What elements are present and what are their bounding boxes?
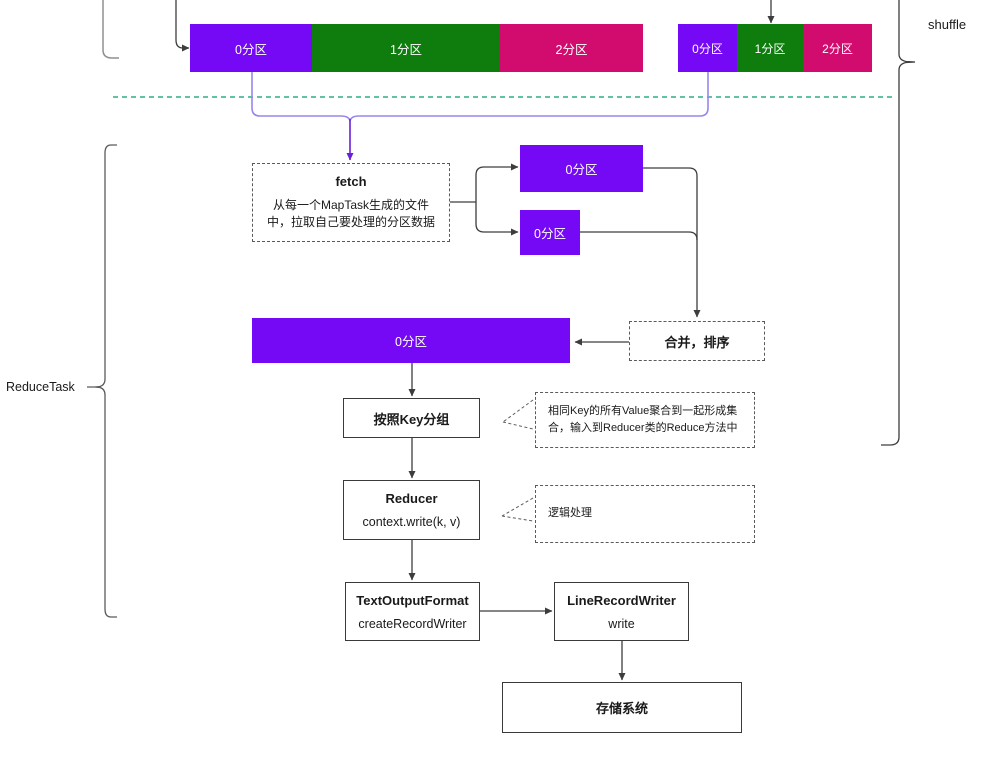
reducer-note-tail xyxy=(501,497,534,522)
fetched-partition-top: 0分区 xyxy=(520,145,643,192)
partition-label: 1分区 xyxy=(754,41,786,56)
left-bar-partition-2: 2分区 xyxy=(500,24,643,72)
lrw-subtitle: write xyxy=(608,616,635,631)
right-bar-partition-2: 2分区 xyxy=(803,24,872,72)
fetch-split-lower xyxy=(475,202,519,236)
merged-partition-bar: 0分区 xyxy=(252,318,570,363)
storage-node: 存储系统 xyxy=(502,682,742,733)
right-bar-partition-0: 0分区 xyxy=(678,24,737,72)
left-bar-partition-1: 1分区 xyxy=(312,24,500,72)
shuffle-label: shuffle xyxy=(928,17,967,32)
partition-label: 1分区 xyxy=(390,42,422,57)
reducer-title: Reducer xyxy=(385,491,438,506)
tof-title: TextOutputFormat xyxy=(356,592,469,608)
fetch-split-upper xyxy=(475,163,519,202)
partition-label: 0分区 xyxy=(235,42,267,57)
fetch-title: fetch xyxy=(335,174,367,190)
fetch-description: 从每一个MapTask生成的文件 中，拉取自己要处理的分区数据 xyxy=(266,198,435,229)
purple-converge-left xyxy=(251,72,351,122)
arrow-into-left-bar xyxy=(175,0,190,52)
group-by-key-node: 按照Key分组 xyxy=(343,398,480,438)
map-output-bar-right: 0分区 1分区 2分区 xyxy=(678,24,872,72)
reducetask-brace xyxy=(87,144,117,618)
map-output-bar-left: 0分区 1分区 2分区 xyxy=(190,24,643,72)
tof-subtitle: createRecordWriter xyxy=(358,616,467,631)
partition-label: 0分区 xyxy=(692,41,723,56)
partition-bottom-to-merge xyxy=(580,231,698,241)
reducer-subtitle: context.write(k, v) xyxy=(362,515,461,529)
right-bar-partition-1: 1分区 xyxy=(737,24,803,72)
line-record-writer-node: LineRecordWriter write xyxy=(554,582,689,641)
reducetask-label: ReduceTask xyxy=(6,380,75,394)
partition-top-to-merge xyxy=(643,167,701,318)
fetched-partition-bottom: 0分区 xyxy=(520,210,580,255)
left-bar-partition-0: 0分区 xyxy=(190,24,312,72)
shuffle-brace xyxy=(881,0,916,446)
merge-sort-node: 合并，排序 xyxy=(629,321,765,361)
group-note: 相同Key的所有Value聚合到一起形成集 合，输入到Reducer类的Redu… xyxy=(535,392,755,448)
lrw-title: LineRecordWriter xyxy=(567,592,676,608)
group-note-tail xyxy=(502,399,534,430)
fetch-node: fetch 从每一个MapTask生成的文件 中，拉取自己要处理的分区数据 xyxy=(252,163,450,242)
partition-label: 2分区 xyxy=(555,42,588,57)
reducer-node: Reducer context.write(k, v) xyxy=(343,480,480,540)
partition-label: 2分区 xyxy=(822,41,853,56)
purple-converge-right xyxy=(349,72,709,122)
reducer-note: 逻辑处理 xyxy=(535,485,755,543)
text-output-format-node: TextOutputFormat createRecordWriter xyxy=(345,582,480,641)
top-left-bracket xyxy=(102,0,119,59)
